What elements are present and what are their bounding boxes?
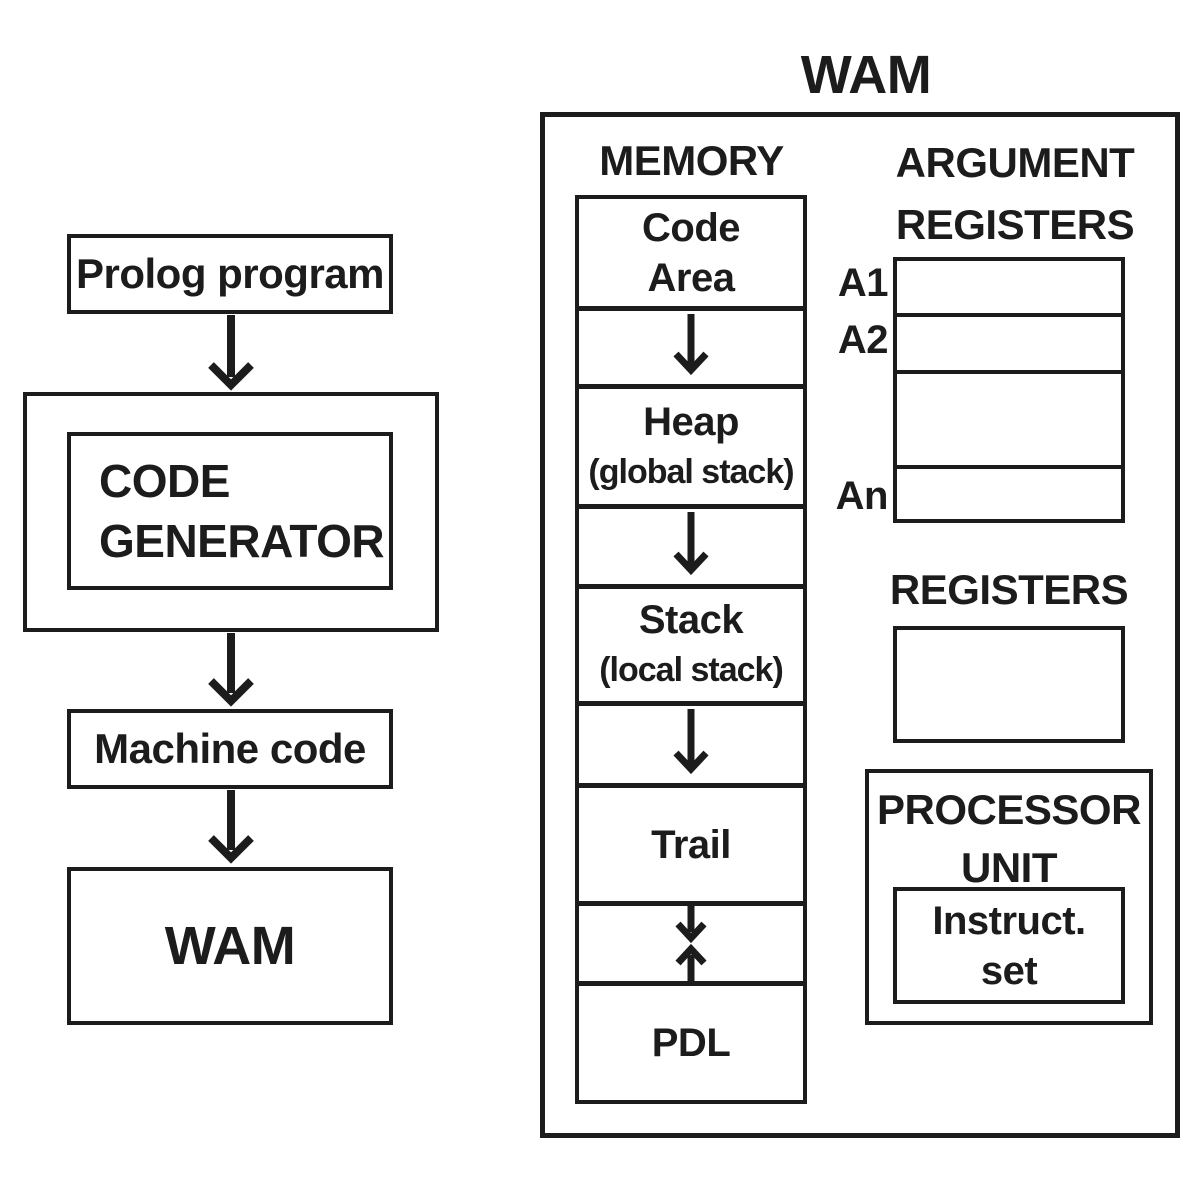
code-area-label-line1: Code: [642, 205, 741, 250]
instruction-set-box: Instruct. set: [893, 887, 1125, 1004]
arrow-down-icon: [199, 790, 263, 864]
stack-label-line2: (local stack): [599, 651, 784, 689]
arrow-down-icon: [669, 708, 713, 781]
memory-heading: MEMORY: [575, 136, 808, 186]
memory-segment-heap: Heap (global stack): [579, 384, 803, 504]
wam-box: WAM: [67, 867, 393, 1025]
memory-segment-code-area: Code Area: [579, 199, 803, 306]
argument-registers-heading: ARGUMENT REGISTERS: [845, 132, 1185, 256]
arrow-down-icon: [669, 511, 713, 582]
arrow-down-icon: [199, 315, 263, 391]
trail-label: Trail: [651, 822, 731, 867]
code-generator-box: CODE GENERATOR: [67, 432, 393, 590]
heap-label-line2: (global stack): [588, 452, 794, 491]
registers-heading: REGISTERS: [889, 566, 1129, 614]
argument-register-row-an: [897, 465, 1121, 519]
prolog-program-label: Prolog program: [75, 250, 385, 297]
wam-unit-title: WAM: [733, 44, 999, 106]
arrow-down-icon: [199, 633, 263, 707]
registers-heading-text: REGISTERS: [889, 566, 1129, 613]
registers-box: [893, 626, 1125, 743]
memory-heading-text: MEMORY: [599, 137, 784, 184]
memory-converge-arrows-cell: [579, 901, 803, 981]
instruction-set-label-line1: Instruct.: [932, 898, 1086, 943]
pdl-label: PDL: [651, 1021, 731, 1065]
memory-grow-arrow-cell: [579, 306, 803, 384]
machine-code-label: Machine code: [94, 725, 366, 772]
code-generator-label-line1: CODE: [99, 455, 230, 507]
memory-grow-arrow-cell: [579, 701, 803, 783]
argument-registers-heading-line1: ARGUMENT: [895, 139, 1135, 186]
argument-register-label-a2: A2: [837, 318, 889, 362]
processor-unit-heading: PROCESSOR UNIT: [869, 781, 1149, 897]
machine-code-box: Machine code: [67, 709, 393, 789]
arrow-up-icon: [669, 944, 713, 981]
prolog-program-box: Prolog program: [67, 234, 393, 314]
arrow-down-icon: [669, 906, 713, 943]
wam-box-label: WAM: [164, 916, 296, 976]
memory-column: Code Area Heap (global stack): [575, 195, 807, 1104]
argument-register-row-a2: [897, 313, 1121, 370]
stack-label-line1: Stack: [638, 598, 744, 642]
argument-register-row-middle: [897, 370, 1121, 465]
heap-label-line1: Heap: [643, 399, 739, 444]
processor-unit-heading-line1: PROCESSOR: [877, 786, 1141, 833]
arrow-down-icon: [669, 313, 713, 382]
argument-registers-table: [893, 257, 1125, 523]
wam-unit-title-text: WAM: [800, 45, 932, 105]
memory-segment-stack: Stack (local stack): [579, 584, 803, 701]
memory-segment-trail: Trail: [579, 783, 803, 901]
processor-unit-box: PROCESSOR UNIT Instruct. set: [865, 769, 1153, 1025]
memory-grow-arrow-cell: [579, 504, 803, 584]
argument-registers-heading-text: ARGUMENT REGISTERS: [896, 132, 1135, 256]
argument-register-row-a1: [897, 261, 1121, 313]
instruction-set-label-line2: set: [980, 948, 1038, 993]
memory-segment-pdl: PDL: [579, 981, 803, 1100]
argument-register-label-a1: A1: [837, 261, 889, 305]
code-generator-label-line2: GENERATOR: [99, 515, 385, 567]
code-area-label-line2: Area: [647, 255, 735, 300]
processor-unit-heading-line2: UNIT: [961, 844, 1058, 891]
argument-register-label-an: An: [835, 474, 889, 518]
argument-registers-heading-line2: REGISTERS: [895, 201, 1135, 248]
